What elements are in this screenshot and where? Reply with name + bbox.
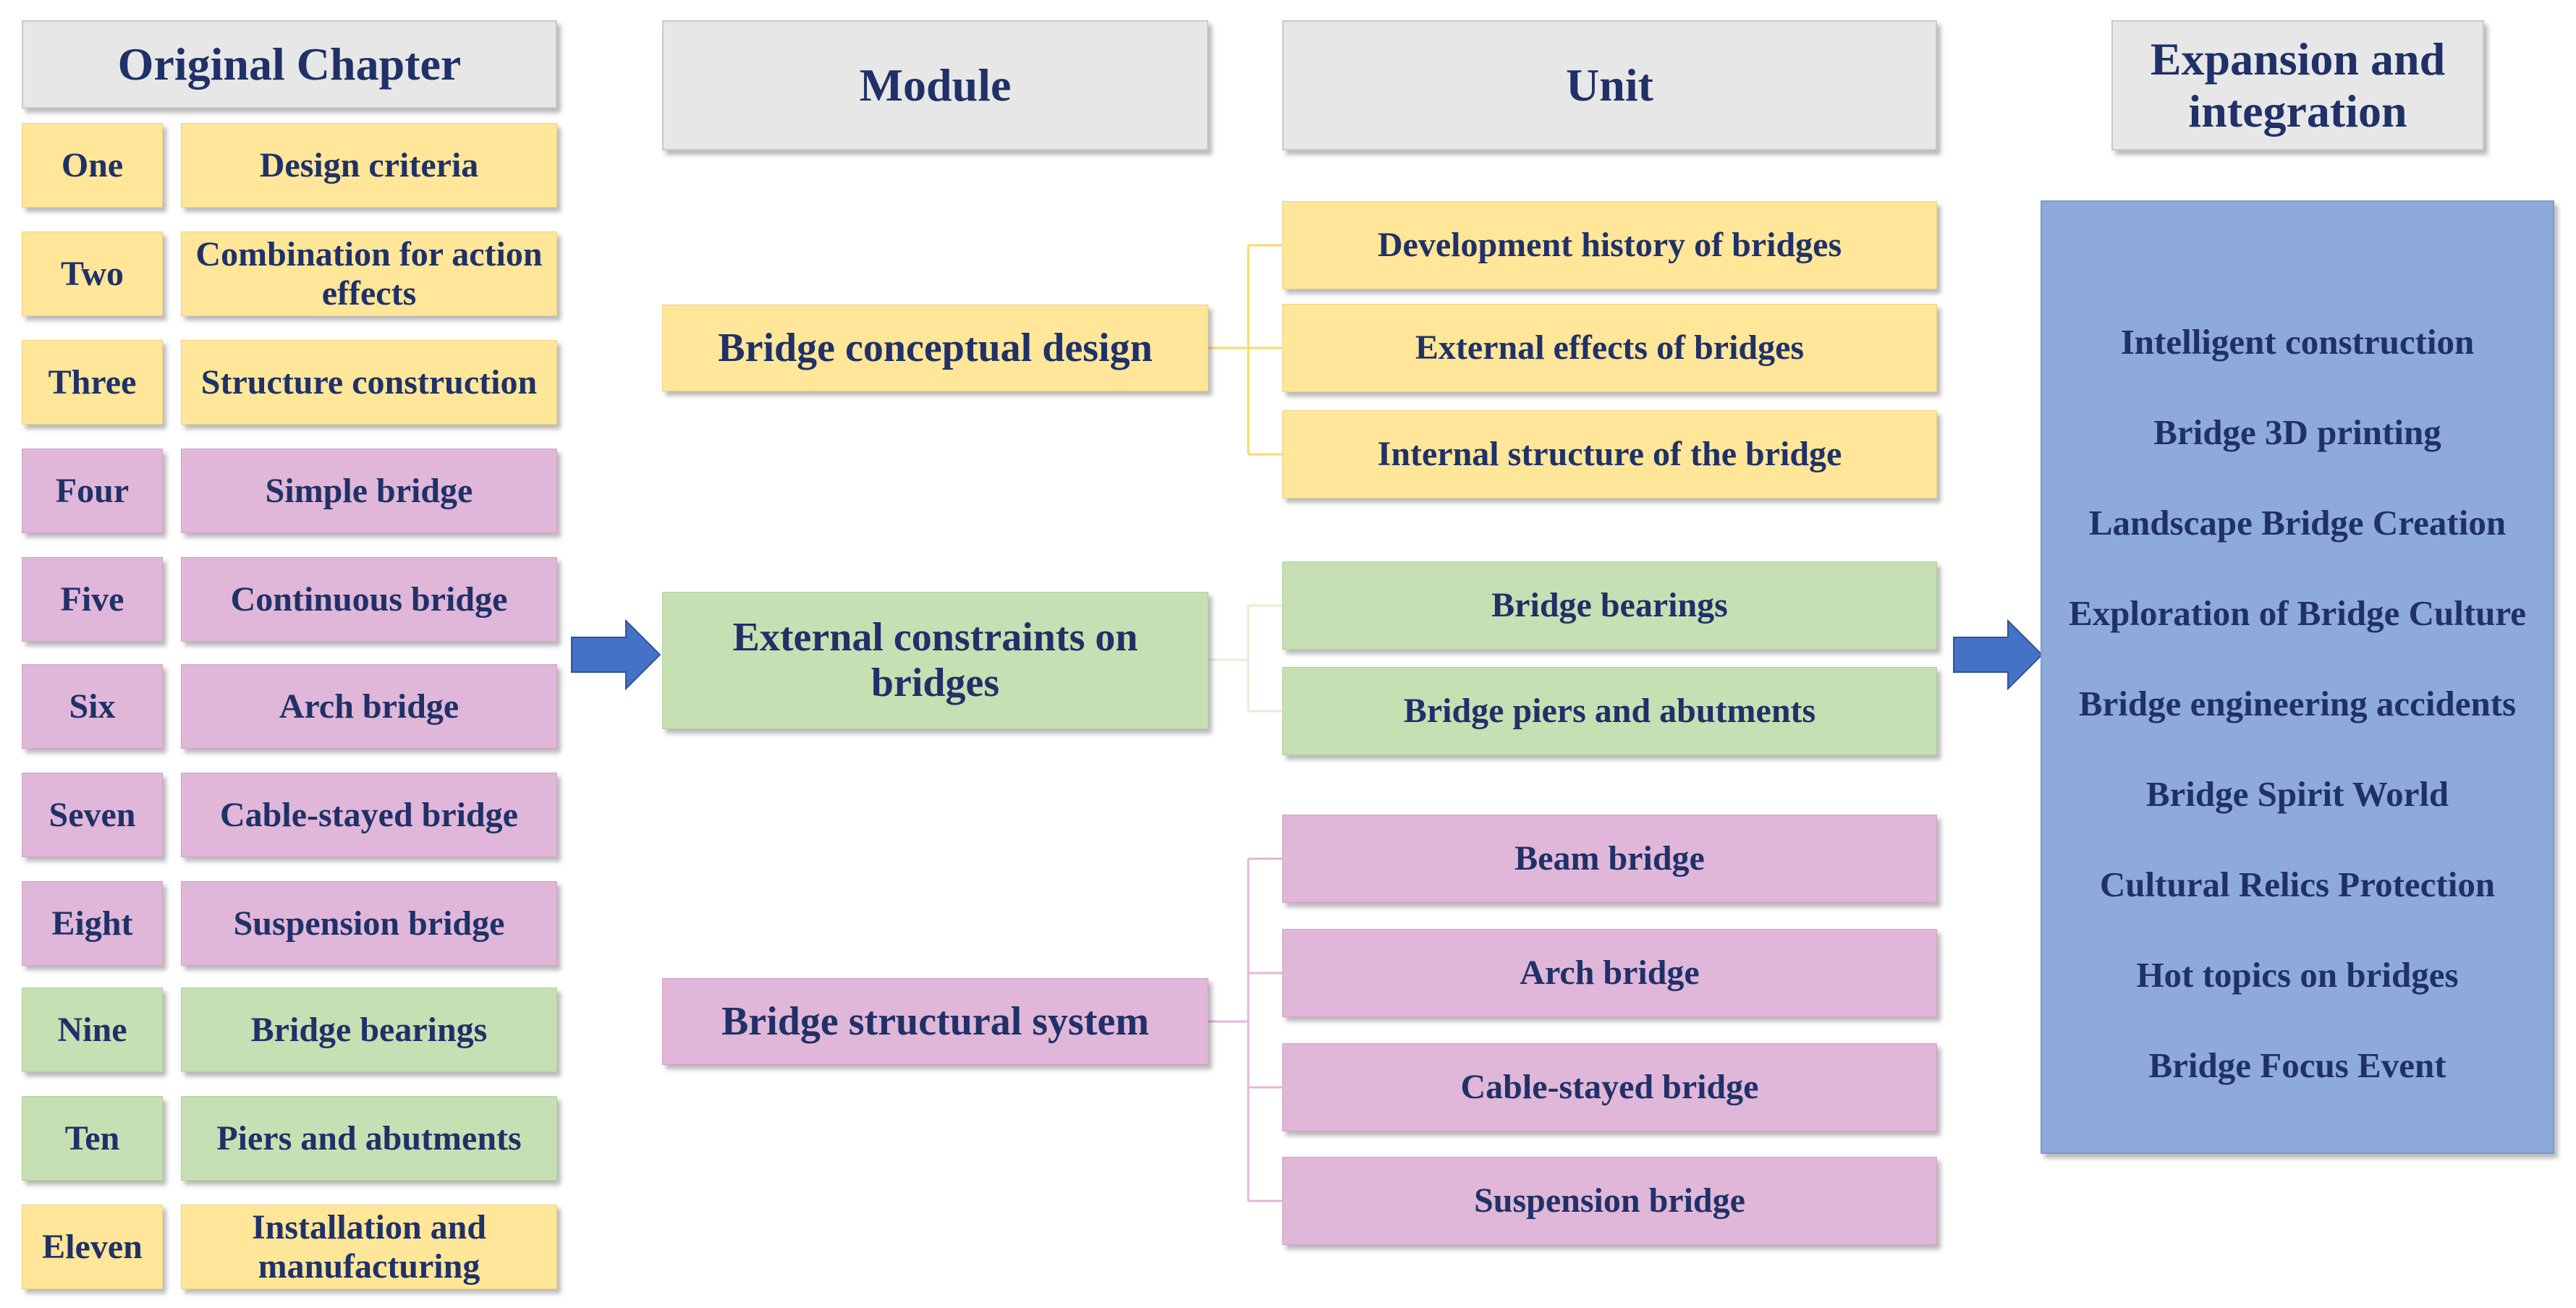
unit-label: Internal structure of the bridge — [1377, 435, 1842, 474]
chapter-title-label: Cable-stayed bridge — [220, 795, 518, 834]
module-structural-system: Bridge structural system — [662, 978, 1208, 1065]
chapter-title: Arch bridge — [181, 664, 557, 749]
chapter-num: Eight — [22, 881, 163, 966]
chapter-title: Design criteria — [181, 123, 557, 208]
module-external-constraints: External constraints on bridges — [662, 592, 1208, 729]
unit-item: Beam bridge — [1282, 815, 1937, 903]
chapter-num-label: Six — [69, 687, 116, 726]
chapter-num-label: Four — [55, 471, 130, 510]
chapter-num: Seven — [22, 773, 163, 857]
chapter-num: One — [22, 123, 163, 208]
chapter-num: Eleven — [22, 1205, 163, 1289]
chapter-num: Five — [22, 557, 163, 642]
chapter-num-label: Seven — [48, 795, 136, 834]
chapter-title: Combination for action effects — [181, 232, 557, 316]
chapter-title: Structure construction — [181, 340, 557, 425]
chapter-title: Installation and manufacturing — [181, 1205, 557, 1289]
module-label: External constraints on bridges — [732, 615, 1138, 705]
bracket-external-constraints — [1208, 604, 1282, 713]
expansion-item: Cultural Relics Protection — [2099, 865, 2496, 904]
header-unit: Unit — [1282, 20, 1937, 150]
chapter-num-label: Nine — [57, 1010, 127, 1049]
chapter-title-label: Simple bridge — [265, 471, 473, 510]
expansion-item: Bridge engineering accidents — [2078, 684, 2517, 723]
unit-label: External effects of bridges — [1415, 328, 1805, 368]
header-expansion: Expansion and integration — [2111, 20, 2484, 150]
chapter-title-label: Suspension bridge — [233, 904, 505, 943]
chapter-title-label: Piers and abutments — [216, 1118, 522, 1158]
chapter-num: Three — [22, 340, 163, 425]
expansion-item: Bridge 3D printing — [2153, 412, 2441, 452]
chapter-num-label: Eight — [51, 904, 133, 943]
expansion-item: Bridge Spirit World — [2145, 774, 2449, 814]
unit-label: Bridge bearings — [1491, 586, 1728, 625]
chapter-num-label: Eleven — [42, 1227, 143, 1266]
bracket-structural-system — [1208, 857, 1282, 1202]
unit-item: Bridge piers and abutments — [1282, 667, 1937, 755]
expansion-panel: Intelligent construction Bridge 3D print… — [2041, 200, 2554, 1154]
expansion-item: Landscape Bridge Creation — [2088, 503, 2507, 543]
header-unit-label: Unit — [1566, 59, 1653, 111]
unit-label: Development history of bridges — [1377, 226, 1842, 265]
chapter-num-label: Ten — [64, 1118, 120, 1158]
unit-item: Internal structure of the bridge — [1282, 410, 1937, 498]
header-expansion-label: Expansion and integration — [2150, 33, 2446, 137]
unit-label: Bridge piers and abutments — [1403, 692, 1816, 731]
chapter-title-label: Combination for action effects — [195, 234, 543, 313]
unit-item: Bridge bearings — [1282, 561, 1937, 650]
chapter-title: Cable-stayed bridge — [181, 773, 557, 857]
unit-item: Arch bridge — [1282, 929, 1937, 1017]
expansion-item: Hot topics on bridges — [2136, 955, 2459, 995]
chapter-num-label: Three — [48, 362, 137, 402]
chapter-title: Bridge bearings — [181, 988, 557, 1072]
module-conceptual-design: Bridge conceptual design — [662, 305, 1208, 391]
unit-label: Cable-stayed bridge — [1460, 1068, 1759, 1107]
chapter-title: Piers and abutments — [181, 1096, 557, 1181]
bracket-conceptual-design — [1208, 244, 1282, 456]
chapter-num: Two — [22, 232, 163, 316]
unit-item: Cable-stayed bridge — [1282, 1043, 1937, 1131]
right-arrow-icon — [1953, 619, 2043, 691]
unit-item: External effects of bridges — [1282, 304, 1937, 392]
unit-item: Suspension bridge — [1282, 1157, 1937, 1245]
chapter-num: Ten — [22, 1096, 163, 1181]
chapter-title-label: Structure construction — [200, 362, 538, 402]
chapter-title: Suspension bridge — [181, 881, 557, 966]
chapter-title-label: Bridge bearings — [250, 1010, 488, 1049]
chapter-num: Nine — [22, 988, 163, 1072]
module-label: Bridge structural system — [721, 998, 1149, 1044]
chapter-num: Four — [22, 449, 163, 533]
chapter-title: Simple bridge — [181, 449, 557, 533]
unit-label: Suspension bridge — [1474, 1181, 1745, 1220]
chapter-num-label: Five — [60, 579, 124, 619]
header-module: Module — [662, 20, 1208, 150]
expansion-item: Bridge Focus Event — [2148, 1045, 2446, 1085]
header-module-label: Module — [859, 59, 1012, 111]
unit-item: Development history of bridges — [1282, 201, 1937, 289]
chapter-title-label: Continuous bridge — [230, 579, 508, 619]
chapter-num: Six — [22, 664, 163, 749]
chapter-num-label: Two — [60, 254, 124, 293]
chapter-title: Continuous bridge — [181, 557, 557, 642]
header-original-chapter-label: Original Chapter — [117, 38, 462, 90]
unit-label: Arch bridge — [1520, 954, 1700, 993]
chapter-num-label: One — [61, 145, 124, 184]
expansion-item: Intelligent construction — [2120, 322, 2475, 362]
chapter-title-label: Installation and manufacturing — [251, 1207, 487, 1286]
module-label: Bridge conceptual design — [718, 325, 1153, 370]
expansion-item: Exploration of Bridge Culture — [2068, 593, 2527, 633]
chapter-title-label: Arch bridge — [279, 687, 459, 726]
chapter-title-label: Design criteria — [259, 145, 479, 184]
unit-label: Beam bridge — [1514, 839, 1705, 878]
header-original-chapter: Original Chapter — [22, 20, 557, 109]
right-arrow-icon — [571, 619, 661, 691]
